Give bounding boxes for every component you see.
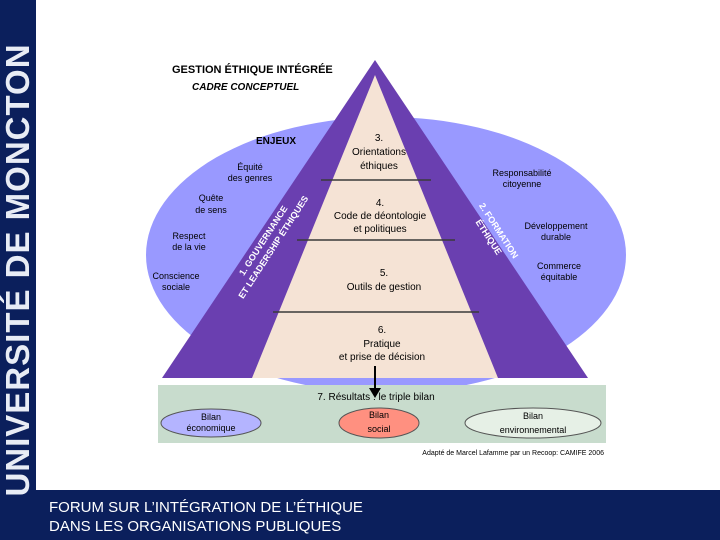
- issue-label: Équité: [237, 162, 263, 172]
- issue-label: Respect: [172, 231, 206, 241]
- issue-label: Responsabilité: [492, 168, 551, 178]
- level-label: Outils de gestion: [347, 282, 422, 293]
- bilan-label: Bilan: [201, 412, 221, 422]
- diagram-title: GESTION ÉTHIQUE INTÉGRÉE: [172, 63, 333, 76]
- issue-label: équitable: [541, 272, 578, 282]
- bilan-label: économique: [186, 423, 235, 433]
- diagram-subtitle: CADRE CONCEPTUEL: [192, 82, 299, 93]
- left-issue: Équité des genres: [228, 162, 273, 183]
- bilan-social-oval: [338, 407, 420, 439]
- bilan-environnemental-oval: [464, 407, 602, 439]
- level-label: Pratique: [363, 339, 401, 350]
- level-label: éthiques: [360, 161, 398, 172]
- footer-banner: FORUM SUR L’INTÉGRATION DE L’ÉTHIQUE DAN…: [36, 490, 720, 540]
- issue-label: des genres: [228, 173, 273, 183]
- bilan-label: social: [367, 424, 390, 434]
- source-credit: Adapté de Marcel Lafamme par un Recoop: …: [422, 450, 604, 457]
- level-label: Code de déontologie: [334, 211, 427, 222]
- university-sidebar: UNIVERSITÉ DE MONCTON: [0, 0, 36, 540]
- level-label: et prise de décision: [339, 352, 425, 363]
- issue-label: Conscience: [152, 271, 199, 281]
- issue-label: Développement: [524, 221, 588, 231]
- issue-label: citoyenne: [503, 179, 542, 189]
- bilan-economique-oval: [160, 408, 262, 438]
- bilan-label: Bilan: [369, 410, 389, 420]
- issue-label: sociale: [162, 282, 190, 292]
- level-6: 6. Pratique et prise de décision: [339, 325, 425, 363]
- level-label: et politiques: [353, 224, 406, 235]
- issue-label: Commerce: [537, 261, 581, 271]
- enjeux-heading: ENJEUX: [256, 136, 296, 147]
- bilan-label: environnemental: [500, 425, 567, 435]
- right-issue: Responsabilité citoyenne: [492, 168, 551, 189]
- level-4: 4. Code de déontologie et politiques: [334, 198, 427, 235]
- issue-label: de sens: [195, 205, 227, 215]
- footer-title-line: DANS LES ORGANISATIONS PUBLIQUES: [49, 518, 342, 535]
- level-label: 6.: [378, 325, 386, 336]
- left-issue: Conscience sociale: [152, 271, 199, 292]
- level-3: 3. Orientations éthiques: [352, 133, 406, 172]
- left-issue: Quête de sens: [195, 193, 227, 215]
- level-label: Orientations: [352, 147, 406, 158]
- arrow-head-icon: [369, 388, 381, 398]
- pyramid-core: [252, 75, 498, 378]
- level-label: 3.: [375, 133, 383, 144]
- footer-title-line: FORUM SUR L’INTÉGRATION DE L’ÉTHIQUE: [49, 499, 363, 516]
- right-issue: Développement durable: [524, 221, 588, 242]
- left-issue: Respect de la vie: [172, 231, 206, 252]
- level-5: 5. Outils de gestion: [347, 268, 422, 293]
- issue-label: Quête: [199, 193, 224, 203]
- right-issue: Commerce équitable: [537, 261, 581, 282]
- level-label: 5.: [380, 268, 388, 279]
- issue-label: de la vie: [172, 242, 206, 252]
- results-heading: 7. Résultats : le triple bilan: [317, 392, 434, 403]
- issue-label: durable: [541, 232, 571, 242]
- bilan-label: Bilan: [523, 411, 543, 421]
- level-label: 4.: [376, 198, 384, 209]
